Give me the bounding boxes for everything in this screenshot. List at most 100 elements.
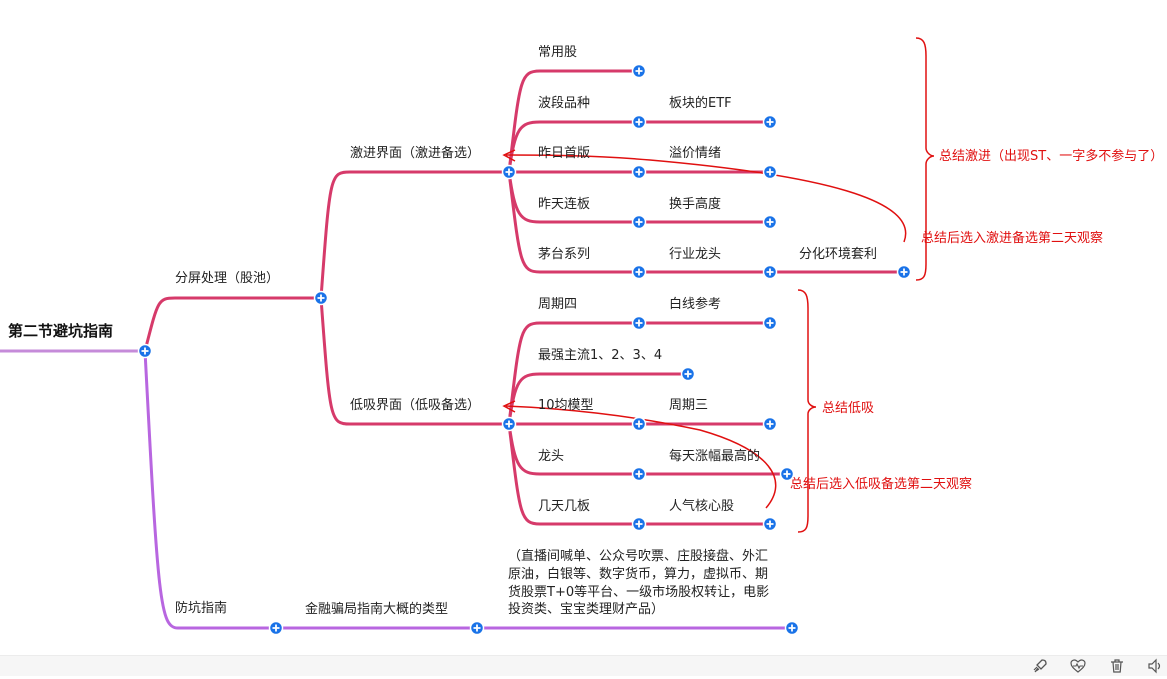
expand-button-meitian[interactable] <box>779 466 795 482</box>
node-detail-line-4: 投资类、宝宝类理财产品） <box>508 601 664 617</box>
node-zuori-shouban: 昨日首版 <box>538 146 590 161</box>
expand-button-baixian[interactable] <box>762 315 778 331</box>
node-baixian: 白线参考 <box>669 296 721 312</box>
expand-button-huanshou[interactable] <box>762 214 778 230</box>
expand-button-changyong[interactable] <box>631 63 647 79</box>
node-yijia: 溢价情绪 <box>669 146 721 161</box>
node-jijin: 激进界面（激进备选） <box>350 145 480 161</box>
plus-icon-glyph <box>766 268 774 276</box>
expanders <box>137 63 912 636</box>
note-jijin-summary: 总结激进（出现ST、一字多不参与了） <box>939 148 1163 164</box>
expand-button-boduan[interactable] <box>631 114 647 130</box>
expand-button-yijia[interactable] <box>762 164 778 180</box>
node-fangkeng: 防坑指南 <box>175 600 227 616</box>
node-meitian: 每天涨幅最高的 <box>669 448 760 464</box>
annotations <box>502 37 935 533</box>
plus-icon-glyph <box>766 218 774 226</box>
connector-jijin-changyong <box>507 69 641 174</box>
plus-icon-glyph <box>766 520 774 528</box>
note-dixi-summary: 总结低吸 <box>822 401 874 416</box>
brace-jijin <box>915 37 935 281</box>
connector-fenping-jijin <box>319 170 511 300</box>
plus-icon-glyph <box>635 118 643 126</box>
plus-icon-glyph <box>635 218 643 226</box>
node-bankuai-etf: 板块的ETF <box>669 95 732 111</box>
expand-button-fangkeng[interactable] <box>268 620 284 636</box>
heart-pulse-icon[interactable] <box>1070 658 1086 674</box>
plus-icon-glyph <box>635 470 643 478</box>
node-detail-line-2: 原油，白银等、数字货币，算力，虚拟币、期 <box>508 566 768 582</box>
node-renqi: 人气核心股 <box>669 498 734 514</box>
expand-button-longtou[interactable] <box>631 466 647 482</box>
plus-icon-glyph <box>505 420 513 428</box>
expand-button-shijun[interactable] <box>631 416 647 432</box>
bottom-toolbar <box>0 655 1167 676</box>
plus-icon-glyph <box>766 118 774 126</box>
node-changyong: 常用股 <box>538 45 577 60</box>
expand-button-zuotian-lianban[interactable] <box>631 214 647 230</box>
trash-icon[interactable] <box>1109 658 1125 674</box>
plus-icon-glyph <box>505 168 513 176</box>
connector-dixi-longtou <box>507 422 641 476</box>
expand-button-fenhua[interactable] <box>896 264 912 280</box>
arrow-head-jijin <box>502 149 516 162</box>
mind-map-canvas: 第二节避坑指南 分屏处理（股池） 激进界面（激进备选） 低吸界面（低吸备选） 防… <box>0 37 1163 636</box>
node-hangye-longtou: 行业龙头 <box>669 247 721 262</box>
node-jitian: 几天几板 <box>538 499 590 514</box>
plus-icon-glyph <box>141 347 149 355</box>
node-zuotian-lianban: 昨天连板 <box>538 196 590 212</box>
expand-button-zhouqisi[interactable] <box>631 315 647 331</box>
brace-dixi <box>797 289 817 533</box>
plus-icon-glyph <box>900 268 908 276</box>
plus-icon-glyph <box>272 624 280 632</box>
node-maotai: 茅台系列 <box>538 247 590 262</box>
node-zhouqisan: 周期三 <box>669 398 708 413</box>
speaker-icon[interactable] <box>1147 658 1163 674</box>
expand-button-zuori-shouban[interactable] <box>631 164 647 180</box>
connectors <box>0 69 906 630</box>
expand-button-zuiqiang[interactable] <box>680 366 696 382</box>
node-fenhua: 分化环境套利 <box>799 246 877 262</box>
arrow-curve-jijin <box>505 154 907 243</box>
node-zhouqisi: 周期四 <box>538 297 577 312</box>
plus-icon-glyph <box>766 319 774 327</box>
connector-root-fangkeng <box>143 349 278 630</box>
node-detail-line-3: 货股票T+0等平台、一级市场股权转让，电影 <box>508 584 769 600</box>
rocket-icon-graphic <box>1033 659 1047 673</box>
heart-pulse-icon-graphic <box>1070 659 1086 673</box>
labels: 第二节避坑指南 分屏处理（股池） 激进界面（激进备选） 低吸界面（低吸备选） 防… <box>8 45 1163 617</box>
expand-button-jinrong[interactable] <box>469 620 485 636</box>
expand-button-jitian[interactable] <box>631 516 647 532</box>
note-jijin-observe: 总结后选入激进备选第二天观察 <box>921 230 1103 246</box>
note-dixi-observe: 总结后选入低吸备选第二天观察 <box>790 476 972 492</box>
expand-button-maotai[interactable] <box>631 264 647 280</box>
plus-icon-glyph <box>317 294 325 302</box>
expand-button-root[interactable] <box>137 343 153 359</box>
node-boduan: 波段品种 <box>538 96 590 111</box>
expand-button-dixi[interactable] <box>501 416 517 432</box>
expand-button-renqi[interactable] <box>762 516 778 532</box>
connector-dixi-zhouqisi <box>507 321 641 426</box>
node-longtou: 龙头 <box>538 449 564 464</box>
connector-dixi-jitian <box>507 422 641 526</box>
rocket-icon[interactable] <box>1032 658 1048 674</box>
expand-button-fenping[interactable] <box>313 290 329 306</box>
expand-button-bankuai-etf[interactable] <box>762 114 778 130</box>
expand-button-detail[interactable] <box>784 620 800 636</box>
expand-button-hangye-longtou[interactable] <box>762 264 778 280</box>
plus-icon-glyph <box>635 168 643 176</box>
node-detail-line-1: （直播间喊单、公众号吹票、庄股接盘、外汇 <box>508 548 768 564</box>
expand-button-zhouqisan[interactable] <box>762 416 778 432</box>
connector-dixi-zuiqiang <box>507 372 690 426</box>
root-title: 第二节避坑指南 <box>8 322 113 340</box>
plus-icon-glyph <box>635 67 643 75</box>
plus-icon-glyph <box>788 624 796 632</box>
node-jinrong: 金融骗局指南大概的类型 <box>305 601 448 617</box>
node-dixi: 低吸界面（低吸备选） <box>350 397 480 413</box>
speaker-icon-graphic <box>1148 658 1161 674</box>
plus-icon-glyph <box>684 370 692 378</box>
connector-fenping-dixi <box>319 296 511 426</box>
plus-icon-glyph <box>766 420 774 428</box>
plus-icon-glyph <box>473 624 481 632</box>
expand-button-jijin[interactable] <box>501 164 517 180</box>
